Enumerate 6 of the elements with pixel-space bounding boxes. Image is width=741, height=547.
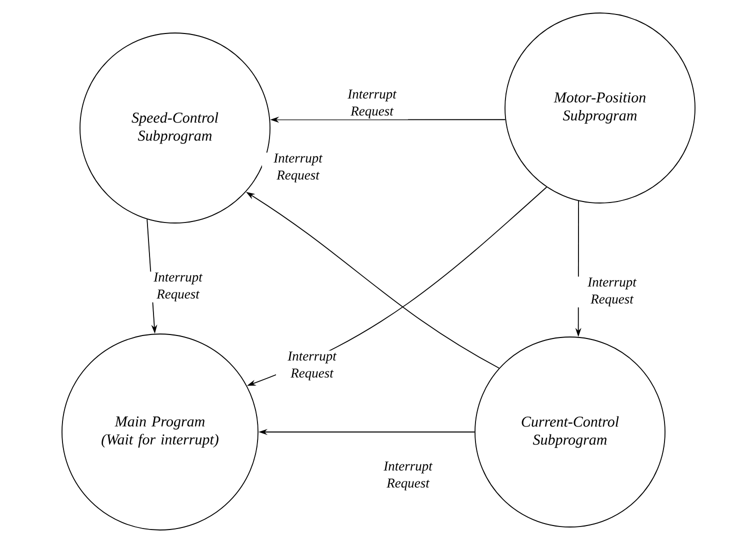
edge-label: Interrupt Request bbox=[262, 152, 334, 184]
edge-label: Interrupt Request bbox=[336, 88, 408, 120]
edge-label: Interrupt Request bbox=[576, 276, 648, 308]
edge-label: Interrupt Request bbox=[276, 350, 348, 382]
edge-label: Interrupt Request bbox=[372, 460, 444, 492]
edge-label: Interrupt Request bbox=[142, 272, 214, 302]
